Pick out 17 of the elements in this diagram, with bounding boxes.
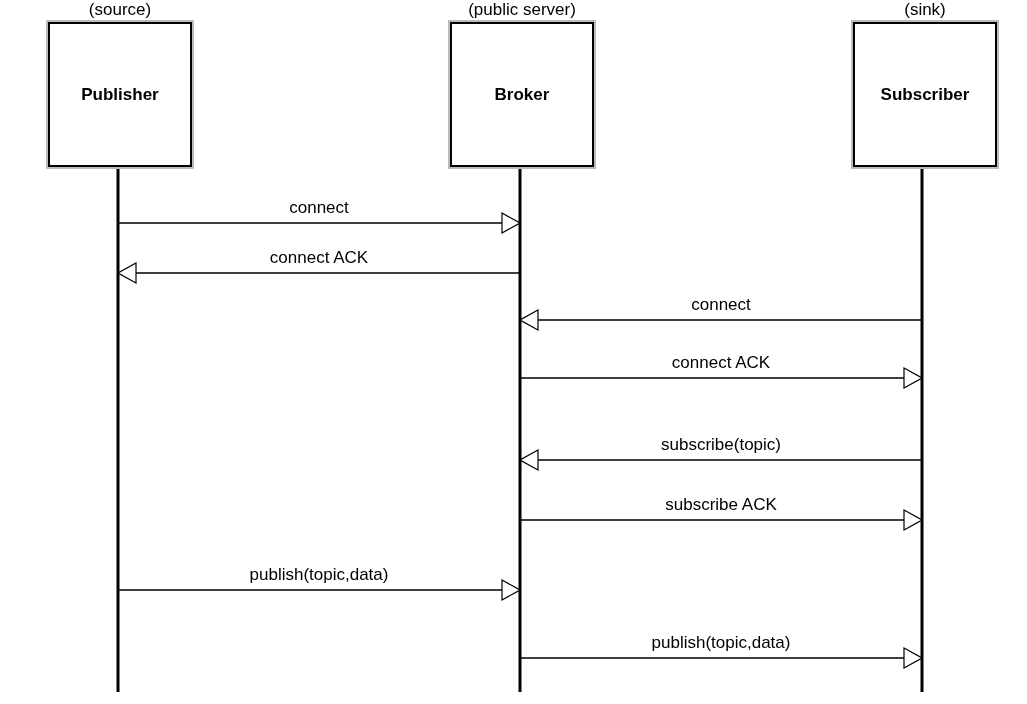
participant-box: Broker [450,22,594,167]
message-arrow [519,367,923,389]
message-arrow [519,449,923,471]
message-arrow [519,647,923,669]
message-arrow [117,262,521,284]
message-label: subscribe(topic) [659,435,783,455]
message-label: publish(topic,data) [649,633,793,653]
participant-box: Subscriber [853,22,997,167]
message-arrow [117,579,521,601]
role-label: (source) [88,0,152,20]
participant-box: Publisher [48,22,192,167]
role-label: (public server) [468,0,576,20]
role-label: (sink) [904,0,946,20]
message-label: publish(topic,data) [247,565,391,585]
message-arrow [519,309,923,331]
message-arrow [117,212,521,234]
message-arrow [519,509,923,531]
